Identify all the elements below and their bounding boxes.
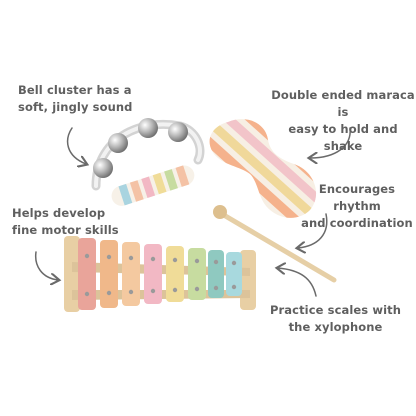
maraca-arrow [310,127,351,158]
rhythm-arrow [298,213,328,248]
bell-icon [168,122,188,142]
xylophone-arrow [278,268,317,297]
callout-xylophone-line2: the xylophone [288,320,383,334]
bell-arrow [66,127,86,164]
callout-maraca-line2: easy to hold and shake [288,122,398,153]
callout-bell-cluster: Bell cluster has a soft, jingly sound [18,82,133,116]
callout-motor-line1: Helps develop [12,206,106,220]
bell-icon [138,118,158,138]
callout-xylophone: Practice scales with the xylophone [270,302,401,336]
bell-cluster-instrument [91,118,205,206]
callout-maraca-line1: Double ended maraca is [271,88,415,119]
callout-motor-line2: fine motor skills [12,223,119,237]
mallet [213,205,337,283]
bell-icon [108,133,128,153]
callout-rhythm-line1: Encourages rhythm [318,182,396,213]
callout-rhythm-line2: and coordination [301,216,413,230]
callout-motor-skills: Helps develop fine motor skills [12,205,119,239]
callout-bell-line1: Bell cluster has a [18,83,132,97]
xylophone-instrument [64,236,256,312]
callout-rhythm: Encourages rhythm and coordination [298,181,416,232]
motor-arrow [34,251,58,280]
callout-bell-line2: soft, jingly sound [18,100,133,114]
callout-maraca: Double ended maraca is easy to hold and … [270,87,416,155]
tambourine-handle [111,165,195,206]
bell-icon [93,158,113,178]
callout-xylophone-line1: Practice scales with [270,303,401,317]
